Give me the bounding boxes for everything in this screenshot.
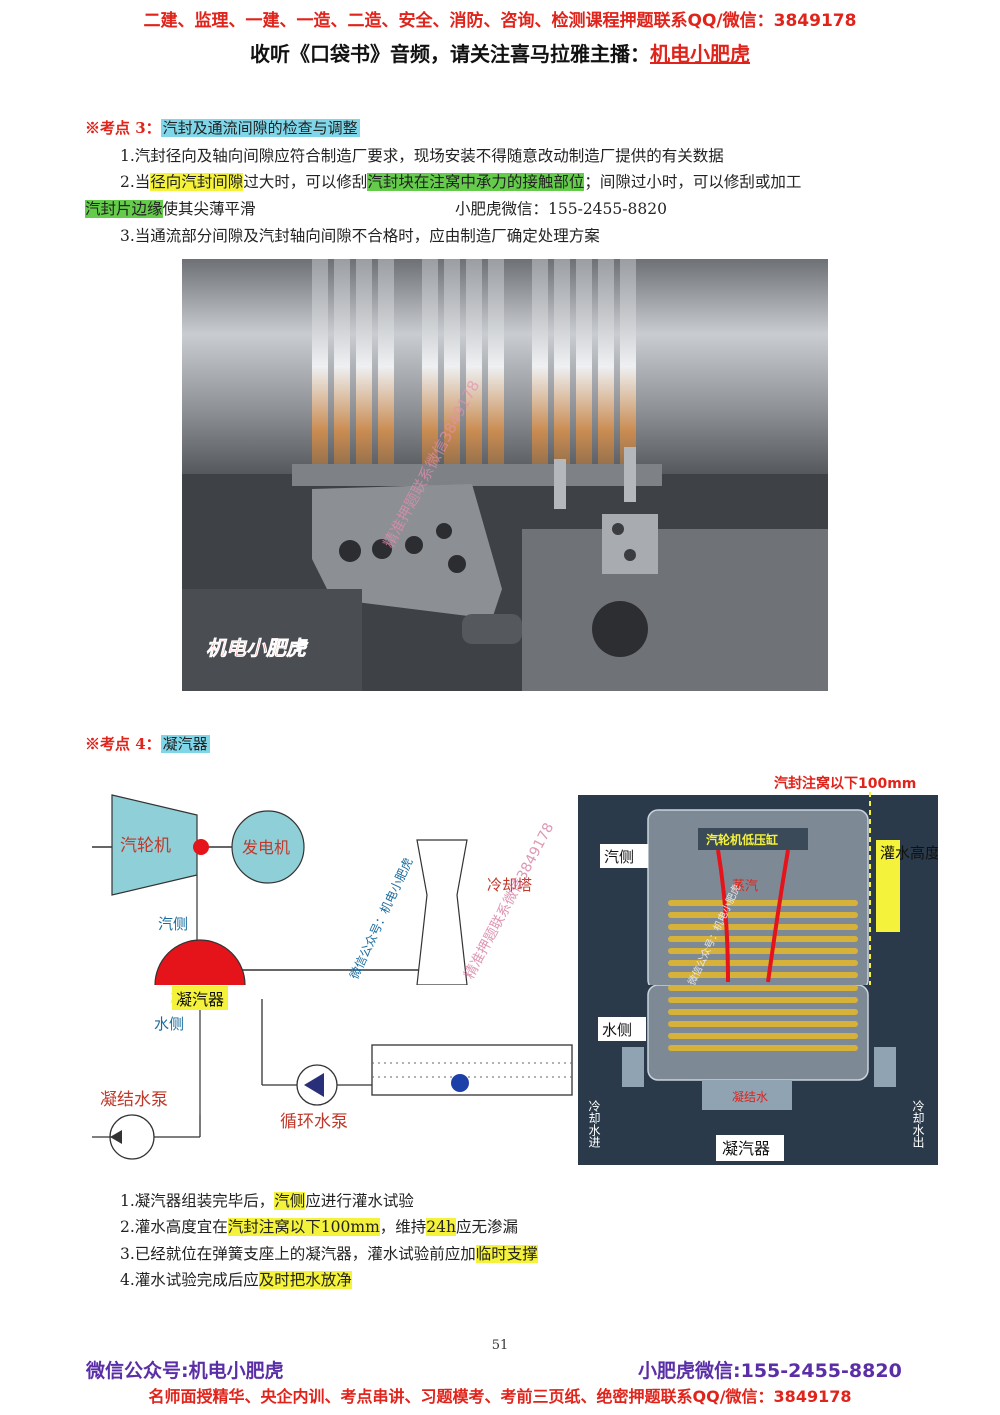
schematic-svg: 汽轮机 发电机 汽侧 冷却塔 微信公众号：机电小肥虎 精准押题联系微信38491… [92,794,557,1031]
cutaway-fill-height: 灌水高度 [880,844,938,862]
tube-bundle [668,900,858,978]
section3-marker: ※考点 3： [85,119,161,137]
s3-item2-c: ；间隙过小时，可以修刮或加工 [584,173,802,191]
footer-wechat-account: 微信公众号:机电小肥虎 [86,1360,284,1382]
section4-item4: 4.灌水试验完成后应及时把水放净 [120,1268,352,1290]
s4-item3-hl: 临时支撑 [475,1245,538,1263]
tower-basin [371,1044,573,1096]
footer-ad-line: 名师面授精华、央企内训、考点串讲、习题模考、考前三页纸、绝密押题联系QQ/微信：… [148,1387,852,1406]
schematic-watermark1: 微信公众号：机电小肥虎 [347,856,415,982]
anchor-name: 机电小肥虎 [650,42,750,66]
cutaway-cooling-in: 冷却水进 [587,1100,601,1148]
cutaway-svg: 汽封注窝以下100mm 汽轮机低压缸 汽侧 蒸汽 灌水高度 微信公众号：机电小肥… [578,775,940,991]
generator-shape [231,810,305,884]
s4-item1-a: 1.凝汽器组装完毕后， [120,1192,275,1210]
section4-item1: 1.凝汽器组装完毕后，汽侧应进行灌水试验 [120,1189,414,1211]
cutaway-steam-side: 汽侧 [604,848,634,866]
schematic-turbine-label: 汽轮机 [120,836,171,856]
cooling-tower-shape [416,839,468,986]
basin-pump-dot [451,1074,469,1092]
turbine-seal-photo: 机电小肥虎 精准押题联系微信3849178 [182,259,828,691]
s3-item2-b: 过大时，可以修刮 [243,173,368,191]
s4-item4-hl: 及时把水放净 [258,1271,352,1289]
s4-item3-a: 3.已经就位在弹簧支座上的凝汽器，灌水试验前应加 [120,1245,476,1263]
diagram-lower: 凝汽器 水侧 凝结水泵 循环水泵 水侧 冷却水进 冷却水出 [92,984,950,1175]
header-subtitle-prefix: 收听《口袋书》音频，请关注喜马拉雅主播： [250,42,650,66]
photo-caption: 机电小肥虎 [206,636,309,660]
cutaway-condensate: 凝结水 [732,1089,768,1104]
s4-item2-hl2: 24h [426,1218,457,1236]
section4-heading: ※考点 4：凝汽器 [85,733,210,754]
header-subtitle: 收听《口袋书》音频，请关注喜马拉雅主播：机电小肥虎 [0,38,1000,67]
section4-item2: 2.灌水高度宜在汽封注窝以下100mm，维持24h应无渗漏 [120,1215,518,1237]
section4-marker: ※考点 4： [85,735,161,753]
section3-title: 汽封及通流间隙的检查与调整 [160,119,360,137]
schematic-generator-label: 发电机 [242,838,290,857]
schematic-cond-pump: 凝结水泵 [100,1090,168,1110]
s4-item4-a: 4.灌水试验完成后应 [120,1271,259,1289]
cutaway-condenser-label: 凝汽器 [722,1139,770,1158]
schematic-cooling-tower: 冷却塔 [487,876,532,894]
footer-wechat-contact: 小肥虎微信:155-2455-8820 [638,1360,902,1382]
circ-pump-arrow [304,1073,324,1097]
s4-item1-hl: 汽侧 [274,1192,306,1210]
s4-item2-hl1: 汽封注窝以下100mm [227,1218,380,1236]
section4-title: 凝汽器 [160,735,210,753]
turbine-seal-illustration: 机电小肥虎 精准押题联系微信3849178 [182,259,828,691]
condenser-schematic: 汽轮机 发电机 汽侧 冷却塔 微信公众号：机电小肥虎 精准押题联系微信38491… [92,775,572,1031]
condenser-circle-label: 凝汽器 [172,986,229,1010]
section3-item2-cont: 汽封片边缘使其尖薄平滑 [85,197,256,219]
header-ad-line: 二建、监理、一建、一造、二造、安全、消防、咨询、检测课程押题联系QQ/微信：38… [143,11,857,31]
cutaway-water-side: 水侧 [602,1021,632,1039]
section3-item3: 3.当通流部分间隙及汽封轴向间隙不合格时，应由制造厂确定处理方案 [120,227,600,245]
cond-pump-arrow [110,1130,122,1144]
section3-item1: 1.汽封径向及轴向间隙应符合制造厂要求，现场安装不得随意改动制造厂提供的有关数据 [120,147,724,165]
coupling-dot [193,839,209,855]
s4-item2-a: 2.灌水高度宜在 [120,1218,228,1236]
s3-item2-a: 2.当 [120,173,151,191]
s3-item2-hl3: 汽封片边缘 [85,200,163,218]
contact-wechat: 小肥虎微信：155-2455-8820 [455,200,667,218]
s3-item2-hl1: 径向汽封间隙 [150,173,244,191]
s3-item2-hl2: 汽封块在注窝中承力的接触部位 [367,173,585,191]
schematic-steam-side: 汽侧 [158,915,188,933]
steam-arrow-right [766,849,790,983]
cutaway-top-label: 汽封注窝以下100mm [774,775,916,792]
cutaway-cooling-out: 冷却水出 [911,1100,925,1148]
s4-item2-c: 应无渗漏 [456,1218,519,1236]
section4-item3: 3.已经就位在弹簧支座上的凝汽器，灌水试验前应加临时支撑 [120,1242,538,1264]
steam-arrow-left [716,849,730,983]
s4-item2-b: ，维持 [379,1218,427,1236]
seal-rings [312,259,636,474]
cutaway-lp-cylinder: 汽轮机低压缸 [706,832,778,847]
s4-item1-b: 应进行灌水试验 [305,1192,414,1210]
schematic-watermark2: 精准押题联系微信3849178 [461,820,557,981]
page-number: 51 [491,1338,509,1353]
s3-item2-d: 使其尖薄平滑 [162,200,256,218]
schematic-water-side: 水侧 [154,1015,184,1033]
cutaway-steam: 蒸汽 [732,879,758,894]
condenser-cutaway: 汽封注窝以下100mm 汽轮机低压缸 汽侧 蒸汽 灌水高度 微信公众号：机电小肥… [578,770,940,991]
section3-item2: 2.当径向汽封间隙过大时，可以修刮汽封块在注窝中承力的接触部位；间隙过小时，可以… [120,170,801,192]
schematic-circ-pump: 循环水泵 [280,1112,348,1132]
condenser-shape [154,939,246,1031]
diagram-lower-svg: 凝汽器 水侧 凝结水泵 循环水泵 水侧 冷却水进 冷却水出 [92,984,938,1165]
section3-heading: ※考点 3：汽封及通流间隙的检查与调整 [85,117,360,138]
